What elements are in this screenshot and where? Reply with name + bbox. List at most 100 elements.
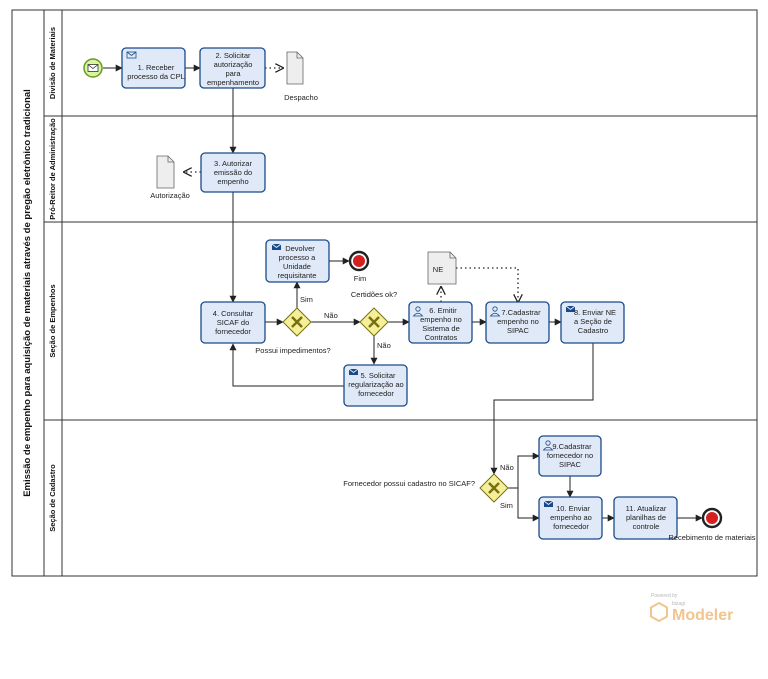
task-label: 4. Consultar bbox=[213, 309, 254, 318]
watermark-powered: Powered by bbox=[651, 593, 678, 599]
exclusive-x-icon bbox=[291, 316, 303, 328]
lane-title-secao-empenhos: Seção de Empenhos bbox=[48, 284, 57, 357]
task-label: autorização bbox=[214, 60, 253, 69]
gateway-label: Fornecedor possui cadastro no SICAF? bbox=[343, 479, 475, 488]
document-ne[interactable]: NE bbox=[427, 251, 457, 285]
task-label: para bbox=[225, 69, 241, 78]
end-event-label: Recebimento de materiais bbox=[668, 533, 755, 542]
envelope-icon bbox=[126, 51, 137, 59]
task-label: fornecedor bbox=[215, 327, 251, 336]
task-label: fornecedor bbox=[358, 389, 394, 398]
user-icon bbox=[542, 440, 554, 451]
sequence-flows bbox=[103, 64, 703, 522]
flow-label-sim-1: Sim bbox=[300, 295, 313, 304]
task-label: planilhas de bbox=[626, 513, 666, 522]
task-label: Sistema de bbox=[422, 324, 460, 333]
lane-title-pro-reitor: Pró-Reitor de Administração bbox=[48, 118, 57, 220]
gateway-label: Certidões ok? bbox=[351, 290, 397, 299]
task-label: Contratos bbox=[425, 333, 458, 342]
user-icon bbox=[489, 306, 501, 317]
document-label: Despacho bbox=[284, 93, 318, 102]
send-envelope-icon bbox=[348, 368, 359, 375]
start-event[interactable] bbox=[83, 58, 103, 78]
task-label: 8. Enviar NE bbox=[574, 308, 616, 317]
bizagi-logo-icon bbox=[650, 601, 668, 623]
task-label: empenho bbox=[217, 177, 248, 186]
pool-title: Emissão de empenho para aquisição de mat… bbox=[22, 89, 33, 497]
svg-text:Certidões ok?: Certidões ok? bbox=[351, 290, 397, 299]
end-event-recebimento[interactable]: Recebimento de materiais bbox=[668, 507, 756, 542]
send-envelope-icon bbox=[565, 305, 576, 312]
watermark-product: Modeler bbox=[672, 607, 733, 624]
gateway-certidoes-ok[interactable]: Certidões ok? bbox=[351, 290, 397, 337]
lane-title-secao-cadastro: Seção de Cadastro bbox=[48, 464, 57, 532]
exclusive-x-icon bbox=[488, 482, 500, 494]
task-label: 2. Solicitar bbox=[215, 51, 251, 60]
task-label: empenho no bbox=[420, 315, 462, 324]
document-icon bbox=[427, 251, 457, 285]
send-envelope-icon bbox=[543, 500, 554, 507]
task-label: regularização ao bbox=[348, 380, 403, 389]
task-label: SIPAC bbox=[507, 326, 530, 335]
task-label: SICAF do bbox=[217, 318, 250, 327]
associations bbox=[184, 68, 518, 302]
gateway-fornecedor-cadastro[interactable]: Fornecedor possui cadastro no SICAF? bbox=[343, 473, 509, 503]
user-icon bbox=[412, 306, 424, 317]
task-label: controle bbox=[633, 522, 660, 531]
flow-label-sim-3: Sim bbox=[500, 501, 513, 510]
end-event-fim[interactable]: Fim bbox=[348, 250, 370, 283]
task-label: fornecedor no bbox=[547, 451, 593, 460]
flow-label-nao-1: Não bbox=[324, 311, 338, 320]
task-label: emissão do bbox=[214, 168, 252, 177]
task-label: fornecedor bbox=[553, 522, 589, 531]
send-envelope-icon bbox=[271, 243, 282, 250]
task-label: 6. Emitir bbox=[429, 306, 457, 315]
exclusive-x-icon bbox=[368, 316, 380, 328]
document-icon bbox=[156, 155, 175, 189]
watermark-brand: bizagi bbox=[672, 601, 685, 607]
flow-g3-t10 bbox=[508, 487, 540, 522]
document-icon bbox=[286, 51, 304, 85]
task-label: 1. Receber bbox=[138, 63, 175, 72]
task-label: empenho no bbox=[497, 317, 539, 326]
flow-label-nao-2: Não bbox=[377, 341, 391, 350]
task-label: empenho ao bbox=[550, 513, 592, 522]
task-label: Unidade bbox=[283, 262, 311, 271]
task-label: 7.Cadastrar bbox=[501, 308, 541, 317]
task-label: 5. Solicitar bbox=[360, 371, 396, 380]
task-label: Devolver bbox=[285, 244, 315, 253]
task-label: a Seção de bbox=[574, 317, 612, 326]
flow-label-nao-3: Não bbox=[500, 463, 514, 472]
task-label: 9.Cadastrar bbox=[552, 442, 592, 451]
document-autorizacao[interactable]: Autorização bbox=[150, 155, 190, 200]
flow-t8-g3 bbox=[490, 343, 594, 475]
gateway-possui-impedimentos[interactable]: Possui impedimentos? bbox=[255, 307, 331, 355]
task-label: 3. Autorizar bbox=[214, 159, 252, 168]
document-despacho[interactable]: Despacho bbox=[284, 51, 318, 102]
task-label: 11. Atualizar bbox=[626, 504, 667, 513]
